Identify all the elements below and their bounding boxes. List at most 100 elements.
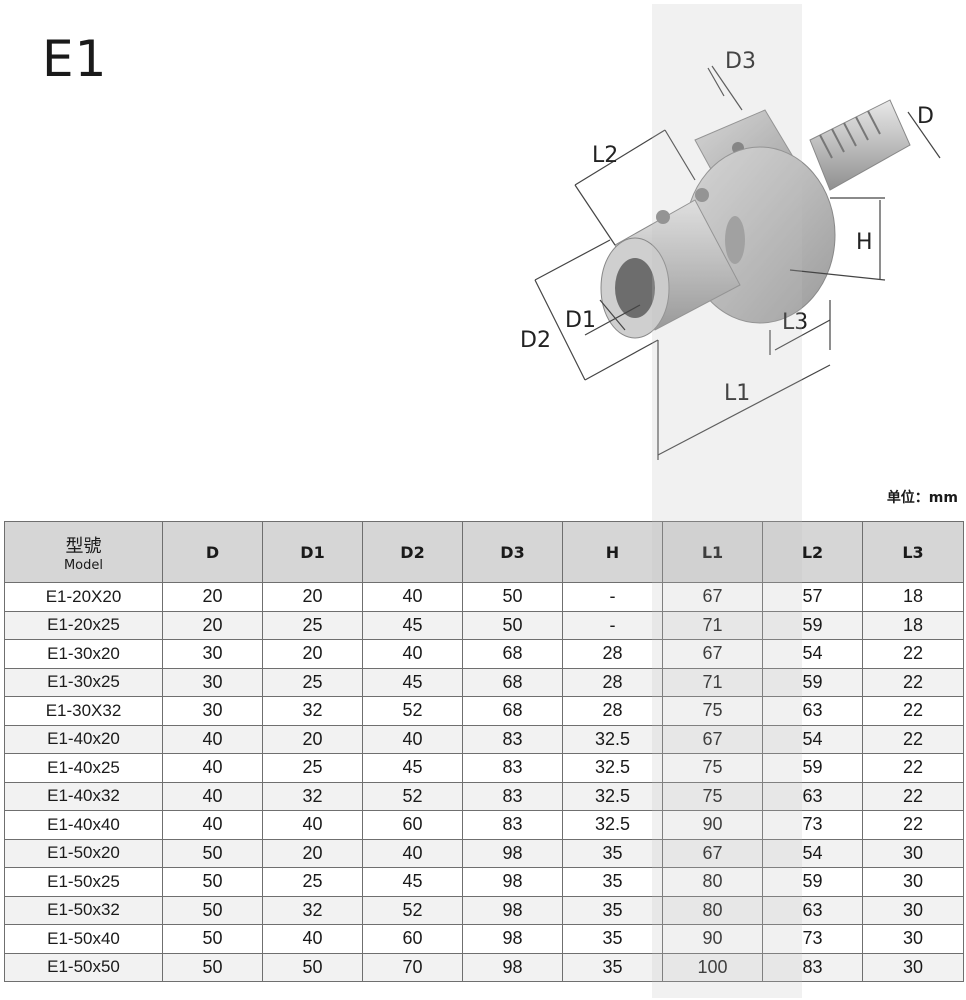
value-cell: 75 [662,781,763,811]
value-cell: 32 [262,696,363,726]
value-cell: 40 [362,724,463,754]
value-cell: 20 [262,639,363,669]
value-cell: 28 [562,639,663,669]
header-D2: D2 [362,521,463,583]
label-D: D [917,104,934,129]
value-cell: - [562,610,663,640]
value-cell: 40 [362,838,463,868]
value-cell: 40 [162,781,263,811]
value-cell: 35 [562,867,663,897]
value-cell: 32.5 [562,724,663,754]
header-model: 型號 Model [4,521,163,583]
value-cell: 45 [362,610,463,640]
value-cell: 50 [162,895,263,925]
value-cell: 25 [262,610,363,640]
value-cell: 50 [462,610,563,640]
model-cell: E1-40x25 [4,753,163,783]
value-cell: 52 [362,696,463,726]
value-cell: 59 [762,753,863,783]
value-cell: 54 [762,639,863,669]
value-cell: 75 [662,753,763,783]
value-cell: 80 [662,867,763,897]
value-cell: - [562,582,663,612]
label-D3: D3 [725,49,756,74]
page-title: E1 [42,30,108,88]
shank [809,99,911,191]
value-cell: 28 [562,696,663,726]
value-cell: 40 [362,582,463,612]
value-cell: 98 [462,895,563,925]
body-cylinder [600,188,745,339]
model-cell: E1-40x40 [4,810,163,840]
value-cell: 30 [862,924,964,954]
value-cell: 100 [662,952,763,982]
value-cell: 68 [462,667,563,697]
label-D1: D1 [565,308,596,333]
value-cell: 28 [562,667,663,697]
value-cell: 71 [662,610,763,640]
value-cell: 59 [762,667,863,697]
value-cell: 18 [862,610,964,640]
value-cell: 83 [462,753,563,783]
header-L2: L2 [762,521,863,583]
value-cell: 50 [162,952,263,982]
value-cell: 40 [262,924,363,954]
value-cell: 40 [162,753,263,783]
value-cell: 32.5 [562,781,663,811]
header-D1: D1 [262,521,363,583]
value-cell: 35 [562,895,663,925]
value-cell: 67 [662,582,763,612]
model-cell: E1-50x50 [4,952,163,982]
value-cell: 98 [462,952,563,982]
value-cell: 25 [262,753,363,783]
value-cell: 22 [862,781,964,811]
model-cell: E1-20x25 [4,610,163,640]
value-cell: 35 [562,952,663,982]
value-cell: 35 [562,924,663,954]
value-cell: 57 [762,582,863,612]
value-cell: 32.5 [562,753,663,783]
value-cell: 32 [262,781,363,811]
value-cell: 30 [862,895,964,925]
value-cell: 20 [262,838,363,868]
value-cell: 50 [162,838,263,868]
value-cell: 40 [162,810,263,840]
model-cell: E1-50x40 [4,924,163,954]
value-cell: 45 [362,753,463,783]
value-cell: 83 [462,810,563,840]
model-cell: E1-40x32 [4,781,163,811]
unit-label: 单位：mm [886,490,958,506]
value-cell: 30 [162,667,263,697]
value-cell: 30 [162,696,263,726]
value-cell: 30 [862,867,964,897]
value-cell: 50 [162,867,263,897]
value-cell: 40 [262,810,363,840]
value-cell: 35 [562,838,663,868]
value-cell: 59 [762,610,863,640]
value-cell: 67 [662,639,763,669]
value-cell: 98 [462,924,563,954]
value-cell: 54 [762,838,863,868]
value-cell: 20 [262,582,363,612]
header-model-cn: 型號 [65,535,102,557]
value-cell: 68 [462,639,563,669]
value-cell: 30 [862,952,964,982]
value-cell: 20 [262,724,363,754]
label-D2: D2 [520,328,551,353]
label-L1: L1 [724,381,750,406]
value-cell: 50 [262,952,363,982]
value-cell: 83 [462,781,563,811]
model-cell: E1-20X20 [4,582,163,612]
value-cell: 50 [462,582,563,612]
value-cell: 67 [662,838,763,868]
value-cell: 22 [862,753,964,783]
